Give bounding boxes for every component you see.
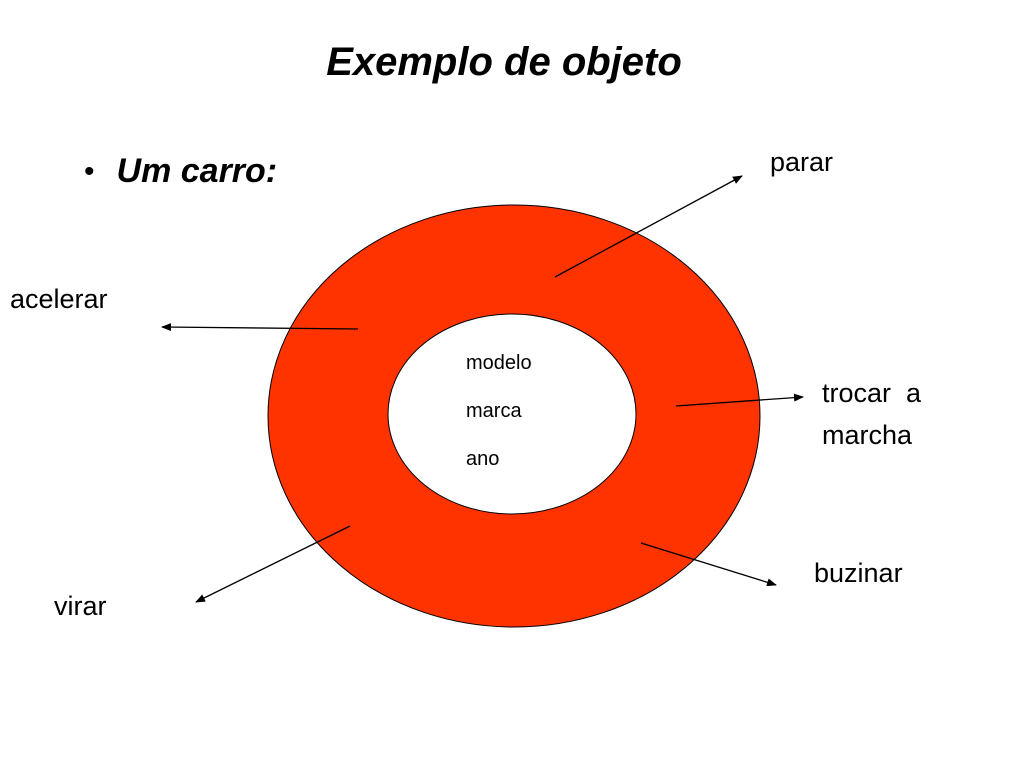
method-acelerar: acelerar [10, 284, 108, 314]
object-ring [267, 204, 761, 628]
method-virar: virar [54, 591, 107, 621]
bullet-text: Um carro: [116, 152, 278, 190]
method-trocar-line2: marcha [822, 420, 913, 450]
attribute-ano: ano [466, 448, 500, 470]
attribute-modelo: modelo [466, 352, 532, 374]
method-parar: parar [770, 147, 834, 177]
arrow-buzinar [640, 542, 777, 587]
bullet-item: • Um carro: [84, 152, 277, 191]
bullet-dot-icon: • [84, 154, 95, 188]
method-trocar-line1: trocar a [822, 378, 922, 408]
attribute-marca: marca [466, 400, 522, 422]
method-buzinar: buzinar [814, 558, 903, 588]
arrow-acelerar [161, 323, 359, 332]
arrow-virar [195, 525, 351, 603]
arrow-trocar-marcha [675, 393, 804, 407]
arrow-parar [554, 175, 743, 278]
slide-title: Exemplo de objeto [326, 40, 682, 84]
